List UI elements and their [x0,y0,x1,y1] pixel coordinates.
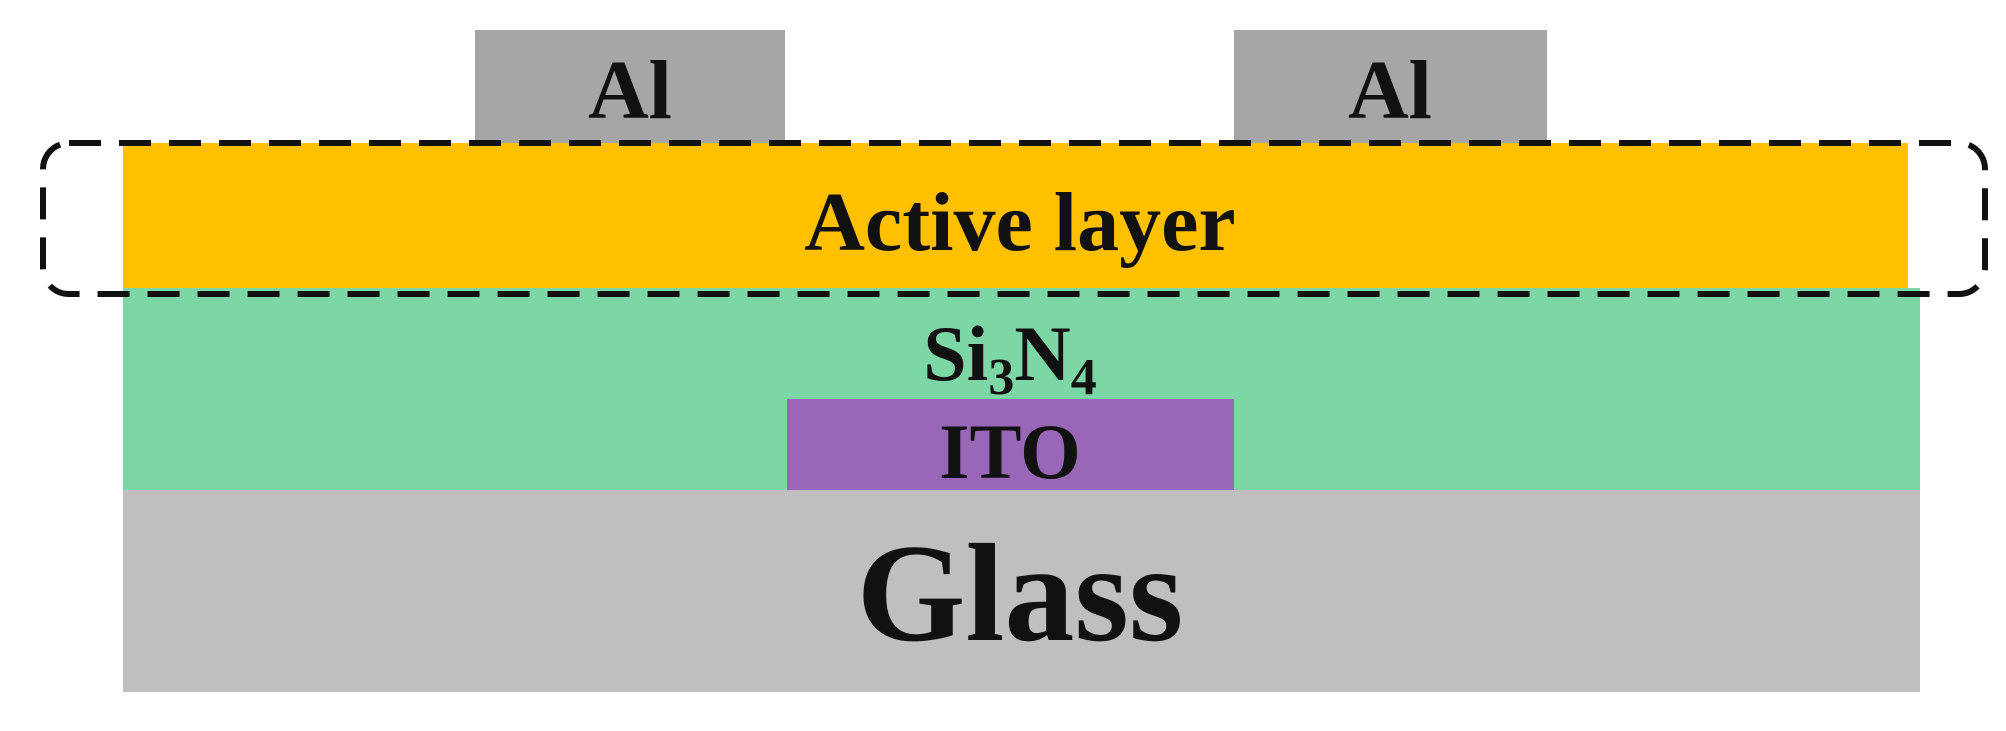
al-electrode-left [475,30,785,143]
glass-label: Glass [857,516,1184,671]
al-left-label: Al [588,44,672,137]
si3n4-label-sub3: 3 [988,349,1014,406]
al-electrode-right [1234,30,1547,143]
active-layer [123,143,1908,288]
glass-substrate [123,490,1920,692]
ito-layer [787,399,1234,490]
active-layer-highlight [40,140,1988,297]
active-layer-label: Active layer [804,176,1235,269]
si3n4-label-si: Si [923,310,988,397]
ito-label: ITO [939,408,1081,495]
si3n4-label: Si3N4 [923,310,1096,406]
si3n4-label-n: N [1014,310,1070,397]
al-right-label: Al [1348,44,1432,137]
si3n4-label-sub4: 4 [1071,349,1097,406]
